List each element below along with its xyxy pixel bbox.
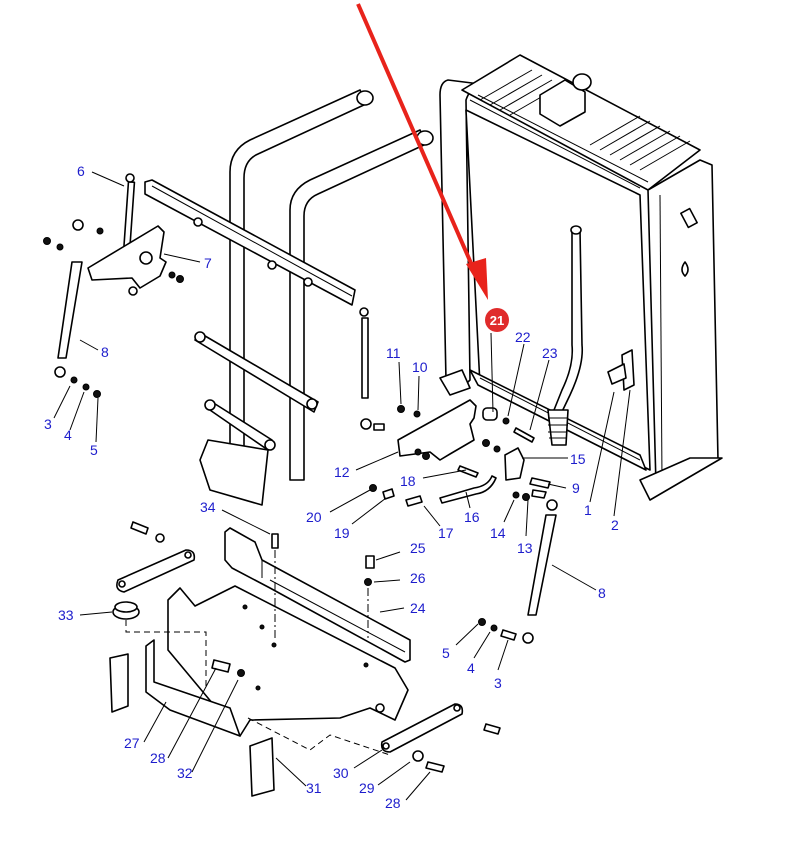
callout-22[interactable]: 22 <box>515 329 531 345</box>
callout-7[interactable]: 7 <box>204 255 212 271</box>
callout-26[interactable]: 26 <box>410 570 426 586</box>
callout-16[interactable]: 16 <box>464 509 480 525</box>
callout-28-right[interactable]: 28 <box>385 795 401 811</box>
callout-31[interactable]: 31 <box>306 780 322 796</box>
callout-2[interactable]: 2 <box>611 517 619 533</box>
callout-8[interactable]: 8 <box>101 344 109 360</box>
callout-28[interactable]: 28 <box>150 750 166 766</box>
part-21-badge[interactable]: 21 <box>485 308 509 332</box>
radiator-top-fins <box>479 69 691 171</box>
callout-4[interactable]: 4 <box>64 427 72 443</box>
callout-27[interactable]: 27 <box>124 735 140 751</box>
callout-30[interactable]: 30 <box>333 765 349 781</box>
callout-23[interactable]: 23 <box>542 345 558 361</box>
callout-34[interactable]: 34 <box>200 499 216 515</box>
callout-13[interactable]: 13 <box>517 540 533 556</box>
u-frame-tubes <box>144 89 434 506</box>
callout-9[interactable]: 9 <box>572 480 580 496</box>
callout-1[interactable]: 1 <box>584 502 592 518</box>
callout-32[interactable]: 32 <box>177 765 193 781</box>
callout-4-right[interactable]: 4 <box>467 660 475 676</box>
callout-8-right[interactable]: 8 <box>598 585 606 601</box>
callout-6[interactable]: 6 <box>77 163 85 179</box>
callout-25[interactable]: 25 <box>410 540 426 556</box>
part-21-label: 21 <box>490 313 504 328</box>
callout-14[interactable]: 14 <box>490 525 506 541</box>
callout-12[interactable]: 12 <box>334 464 350 480</box>
callout-29[interactable]: 29 <box>359 780 375 796</box>
callout-17[interactable]: 17 <box>438 525 454 541</box>
callout-labels: 6 7 8 3 4 5 11 10 22 23 12 18 15 9 1 2 2… <box>44 163 619 811</box>
callout-3-right[interactable]: 3 <box>494 675 502 691</box>
callout-33[interactable]: 33 <box>58 607 74 623</box>
callout-3[interactable]: 3 <box>44 416 52 432</box>
left-strut-group <box>43 173 184 398</box>
callout-5[interactable]: 5 <box>90 442 98 458</box>
callout-24[interactable]: 24 <box>410 600 426 616</box>
highlight-arrow <box>356 3 488 300</box>
leader-lines <box>53 171 631 801</box>
callout-15[interactable]: 15 <box>570 451 586 467</box>
callout-5-right[interactable]: 5 <box>442 645 450 661</box>
arrow-head-icon <box>466 258 488 300</box>
callout-10[interactable]: 10 <box>412 359 428 375</box>
center-hardware <box>359 307 558 644</box>
callout-19[interactable]: 19 <box>334 525 350 541</box>
callout-11[interactable]: 11 <box>386 345 401 361</box>
lower-plate-assembly <box>109 521 501 797</box>
callout-18[interactable]: 18 <box>400 473 416 489</box>
radiator-assembly <box>439 54 723 501</box>
callout-20[interactable]: 20 <box>306 509 322 525</box>
